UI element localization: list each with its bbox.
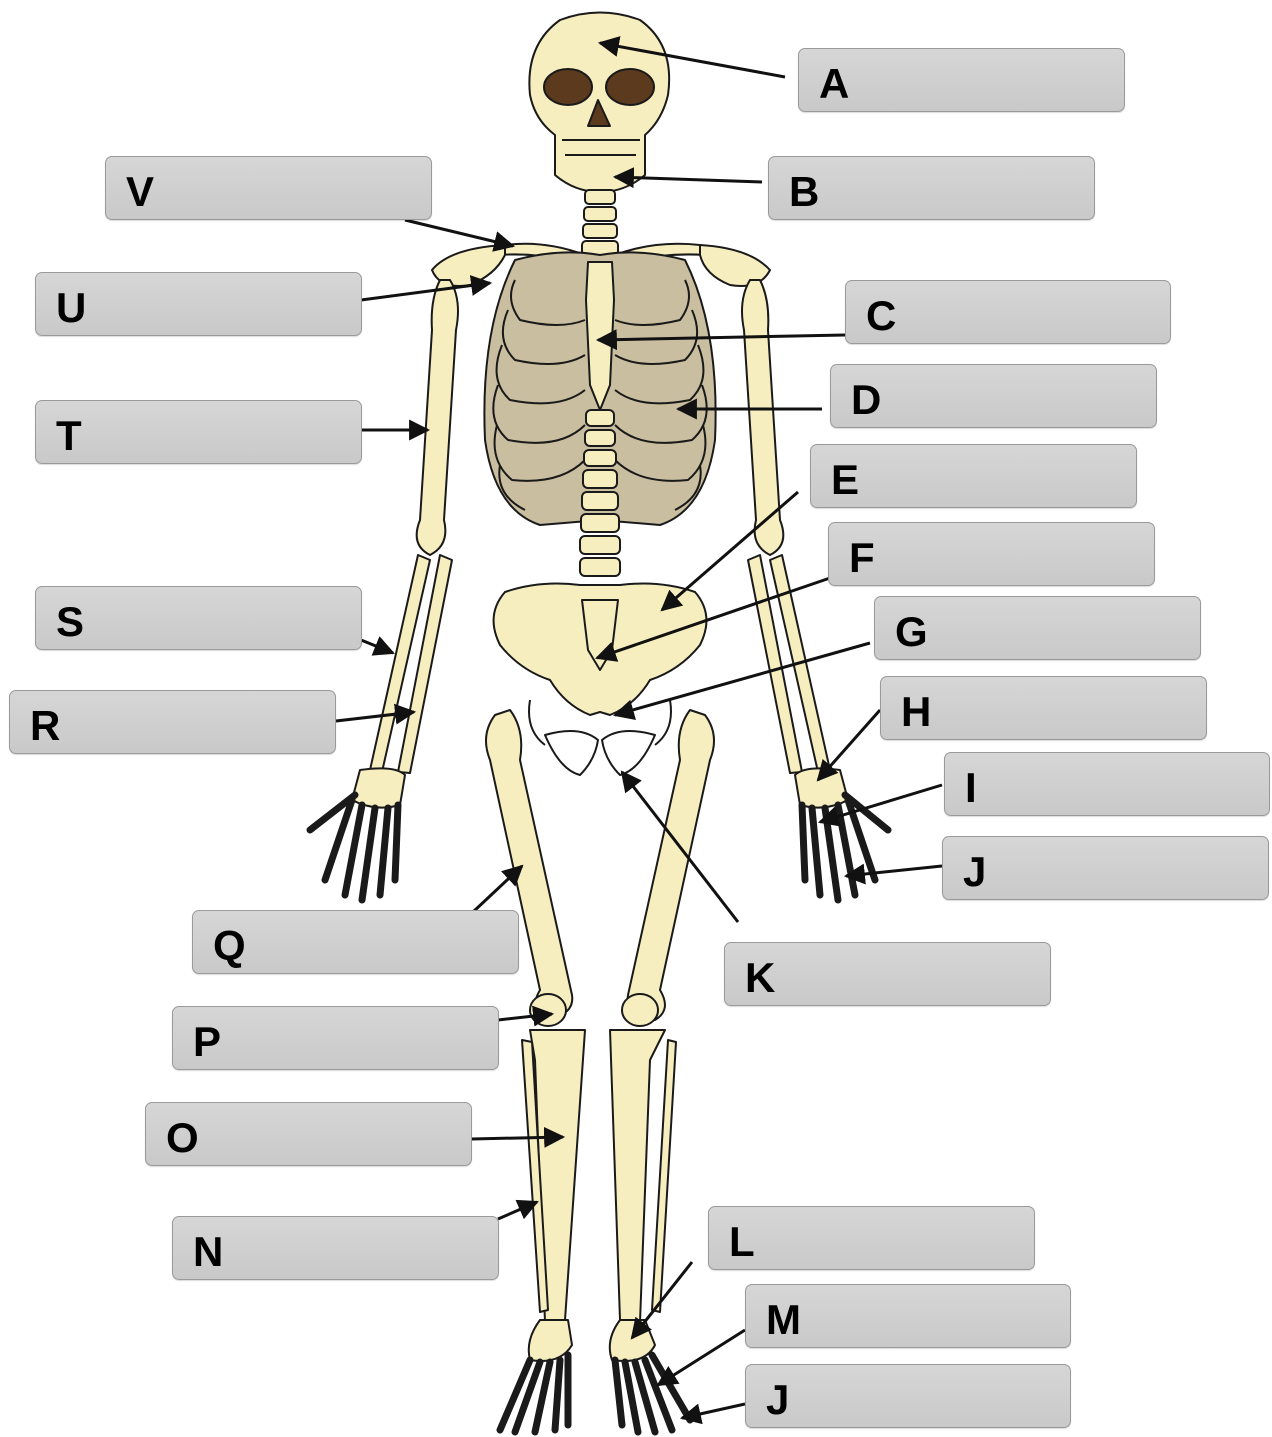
label-letter-U: U (56, 286, 86, 330)
left-patella (530, 994, 566, 1026)
label-box-G[interactable]: G (874, 596, 1201, 660)
label-box-U[interactable]: U (35, 272, 362, 336)
label-box-V[interactable]: V (105, 156, 432, 220)
right-humerus (742, 280, 783, 555)
right-patella (622, 994, 658, 1026)
arrow-Q (473, 866, 522, 912)
sternum (586, 262, 614, 410)
left-hand (310, 768, 405, 900)
label-box-I[interactable]: I (944, 752, 1270, 816)
arrow-M (658, 1330, 745, 1385)
label-letter-J: J (963, 850, 986, 894)
label-letter-J2: J (766, 1378, 789, 1422)
label-box-R[interactable]: R (9, 690, 336, 754)
label-letter-A: A (819, 62, 849, 106)
label-box-K[interactable]: K (724, 942, 1051, 1006)
arrow-H (818, 710, 880, 780)
label-letter-H: H (901, 690, 931, 734)
vertebral-column (580, 410, 620, 576)
label-box-H[interactable]: H (880, 676, 1207, 740)
label-letter-I: I (965, 766, 977, 810)
skull (529, 13, 669, 193)
arrow-J2 (682, 1404, 745, 1418)
label-letter-D: D (851, 378, 881, 422)
label-letter-E: E (831, 458, 859, 502)
arrow-R (336, 712, 414, 721)
label-box-D[interactable]: D (830, 364, 1157, 428)
right-hand (795, 768, 888, 900)
label-box-T[interactable]: T (35, 400, 362, 464)
label-letter-T: T (56, 414, 82, 458)
right-foot (610, 1320, 690, 1432)
label-box-C[interactable]: C (845, 280, 1171, 344)
label-letter-Q: Q (213, 924, 246, 968)
label-box-Q[interactable]: Q (192, 910, 519, 974)
arrow-S (361, 640, 393, 653)
label-letter-F: F (849, 536, 875, 580)
label-box-J[interactable]: J (942, 836, 1269, 900)
label-box-S[interactable]: S (35, 586, 362, 650)
label-box-E[interactable]: E (810, 444, 1137, 508)
label-letter-G: G (895, 610, 928, 654)
arrow-U (361, 283, 490, 300)
arrow-N (498, 1202, 537, 1219)
label-box-P[interactable]: P (172, 1006, 499, 1070)
label-letter-N: N (193, 1230, 223, 1274)
label-letter-S: S (56, 600, 84, 644)
label-box-J2[interactable]: J (745, 1364, 1071, 1428)
arrow-V (405, 220, 513, 246)
arrow-O (472, 1137, 563, 1139)
arrow-J (846, 866, 942, 876)
label-letter-O: O (166, 1116, 199, 1160)
label-letter-V: V (126, 170, 154, 214)
label-letter-P: P (193, 1020, 221, 1064)
label-letter-K: K (745, 956, 775, 1000)
label-box-B[interactable]: B (768, 156, 1095, 220)
label-box-F[interactable]: F (828, 522, 1155, 586)
label-box-A[interactable]: A (798, 48, 1125, 112)
left-foot (500, 1320, 572, 1432)
label-letter-L: L (729, 1220, 755, 1264)
label-letter-M: M (766, 1298, 801, 1342)
label-box-M[interactable]: M (745, 1284, 1071, 1348)
cervical-spine (582, 190, 618, 255)
label-box-N[interactable]: N (172, 1216, 499, 1280)
label-letter-C: C (866, 294, 896, 338)
pelvis (494, 584, 707, 775)
label-letter-B: B (789, 170, 819, 214)
label-box-O[interactable]: O (145, 1102, 472, 1166)
label-letter-R: R (30, 704, 60, 748)
left-humerus (417, 280, 458, 555)
label-box-L[interactable]: L (708, 1206, 1035, 1270)
right-fibula (652, 1040, 676, 1312)
